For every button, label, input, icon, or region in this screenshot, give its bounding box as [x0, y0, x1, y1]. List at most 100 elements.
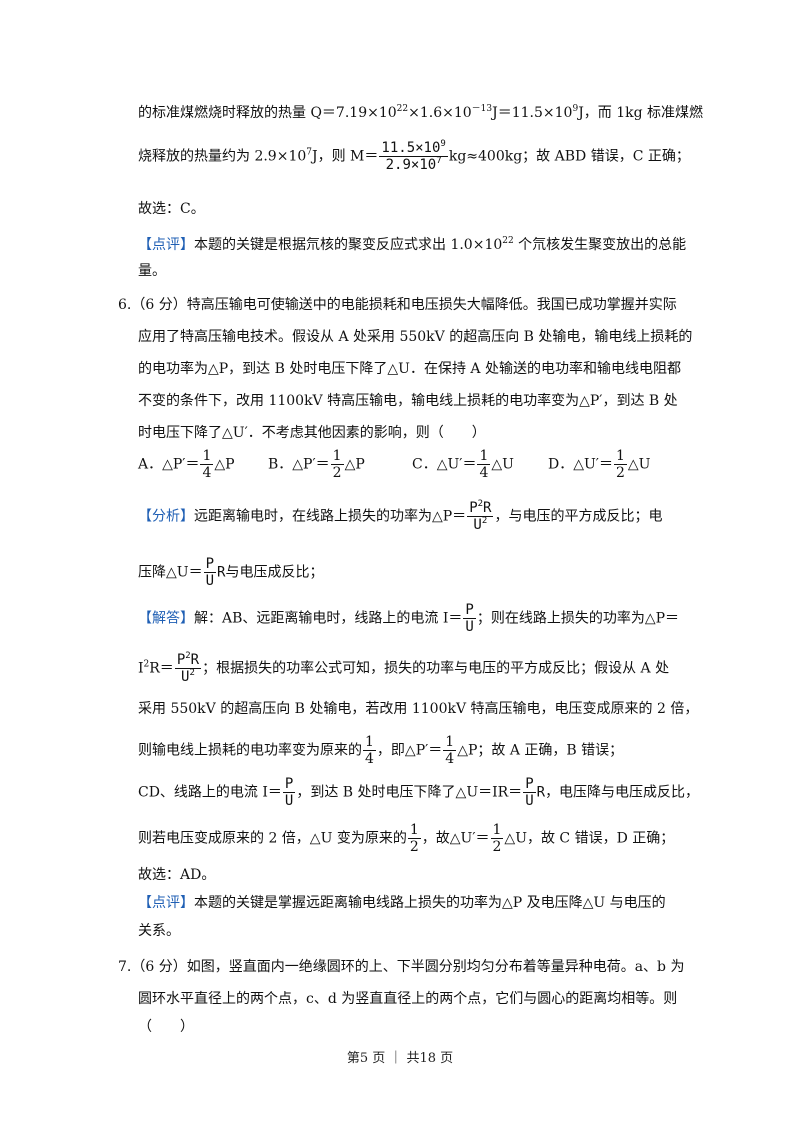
text: △P；故 A 正确，B 错误； — [457, 742, 624, 759]
numerator: 1 — [613, 448, 627, 465]
text: △U，故 C 错误，D 正确； — [504, 830, 675, 847]
exponent: 22 — [396, 104, 409, 114]
question-6-line: 的电功率为△P，到达 B 处时电压下降了△U．在保持 A 处输送的电功率和输电线… — [138, 361, 681, 377]
numerator: P — [463, 602, 476, 619]
numerator: 1 — [330, 448, 344, 465]
text: ，与电压的平方成反比；电 — [494, 508, 663, 525]
question-6-line: 时电压下降了△U′．不考虑其他因素的影响，则（ ） — [138, 425, 486, 441]
denominator: U — [205, 573, 215, 589]
numerator: P — [282, 776, 296, 793]
numerator: 11.5×10 — [381, 140, 441, 156]
text: J，而 1kg 标准煤燃 — [578, 105, 704, 121]
text: 解：AB、远距离输电时，线路上的电流 I＝ — [194, 610, 463, 627]
text: ；根据损失的功率公式可知，损失的功率与电压的平方成反比；假设从 A 处 — [202, 660, 670, 677]
exponent: 7 — [436, 156, 442, 166]
option-label: D．△U′＝ — [548, 456, 613, 473]
text: ，到达 B 处时电压下降了△U＝IR＝ — [296, 784, 523, 801]
exponent: －13 — [471, 104, 493, 114]
text: 则若电压变成原来的 2 倍，△U 变为原来的 — [138, 830, 407, 847]
denominator: 2 — [409, 839, 419, 855]
denominator: U — [473, 517, 482, 533]
numerator: P — [523, 776, 536, 793]
denominator: U — [525, 793, 534, 809]
option-text: △P — [214, 456, 235, 473]
option-label: A．△P′＝ — [138, 456, 200, 473]
numerator: 1 — [477, 448, 491, 465]
text: 烧释放的热量约为 2.9×10 — [138, 148, 307, 165]
exponent: 9 — [572, 104, 579, 114]
solution-line: 故选：AD。 — [138, 867, 216, 883]
comment-line: 【点评】本题的关键是掌握远距离输电线路上损失的功率为△P 及电压降△U 与电压的 — [138, 894, 666, 912]
text: ×1.6×10 — [408, 105, 472, 121]
comment-line: 关系。 — [138, 923, 180, 939]
numerator: 1 — [443, 734, 457, 751]
question-7-line: 7.（6 分）如图，竖直面内一绝缘圆环的上、下半圆分别均匀分布着等量异种电荷。a… — [118, 959, 685, 975]
question-6-line: 不变的条件下，改用 1100kV 特高压输电，输电线上损耗的电功率变为△P′，到… — [138, 393, 678, 409]
exponent: 2 — [481, 516, 488, 526]
solution-tag: 【解答】 — [138, 610, 194, 627]
denominator: 2.9×10 — [385, 157, 437, 173]
text: J＝11.5×10 — [492, 105, 573, 121]
analysis-tag: 【分析】 — [138, 508, 194, 525]
text: 则输电线上损耗的电功率变为原来的 — [138, 742, 362, 759]
option-text: △P — [344, 456, 365, 473]
exponent: 2 — [185, 651, 191, 661]
text-line: 故选：C。 — [138, 201, 205, 217]
denominator: 4 — [445, 751, 455, 767]
denominator: 2 — [492, 839, 502, 855]
text-line: 的标准煤燃烧时释放的热量 Q＝7.19×1022×1.6×10－13J＝11.5… — [138, 104, 703, 122]
text: 本题的关键是根据氘核的聚变反应式求出 1.0×10 — [194, 237, 503, 253]
text-line: 【点评】本题的关键是根据氘核的聚变反应式求出 1.0×1022 个氘核发生聚变放… — [138, 236, 686, 254]
comment-tag: 【点评】 — [138, 895, 194, 911]
denominator: 2 — [332, 465, 342, 481]
numerator: 1 — [490, 822, 504, 839]
question-7-line: 圆环水平直径上的两个点，c、d 为竖直直径上的两个点，它们与圆心的距离均相等。则 — [138, 991, 678, 1007]
denominator: 4 — [479, 465, 489, 481]
numerator: 1 — [363, 734, 376, 751]
text: 压降△U＝ — [138, 564, 203, 581]
text: 个氘核发生聚变放出的总能 — [513, 237, 687, 253]
denominator: 4 — [365, 751, 374, 767]
text: ，即△P′＝ — [376, 742, 443, 759]
numerator: R — [483, 500, 492, 516]
text: kg≈400kg；故 ABD 错误，C 正确； — [448, 148, 690, 165]
text-line: 量。 — [138, 263, 166, 279]
solution-line: 采用 550kV 的超高压向 B 处输电，若改用 1100kV 特高压输电，电压… — [138, 701, 699, 717]
denominator: U — [465, 619, 474, 635]
option-text: △U — [491, 456, 514, 473]
numerator: P — [469, 500, 478, 516]
option-text: △U — [627, 456, 651, 473]
text: 的标准煤燃烧时释放的热量 Q＝7.19×10 — [138, 105, 397, 121]
denominator: 2 — [615, 465, 625, 481]
exponent: 22 — [502, 236, 514, 246]
numerator: 1 — [200, 448, 214, 465]
question-6-line: 6.（6 分）特高压输电可使输送中的电能损耗和电压损失大幅降低。我国已成功掌握并… — [118, 297, 677, 313]
numerator: 1 — [407, 822, 421, 839]
numerator: P — [176, 652, 186, 668]
exponent: 2 — [477, 499, 484, 509]
option-label: B．△P′＝ — [268, 456, 330, 473]
option-label: C．△U′＝ — [412, 456, 477, 473]
